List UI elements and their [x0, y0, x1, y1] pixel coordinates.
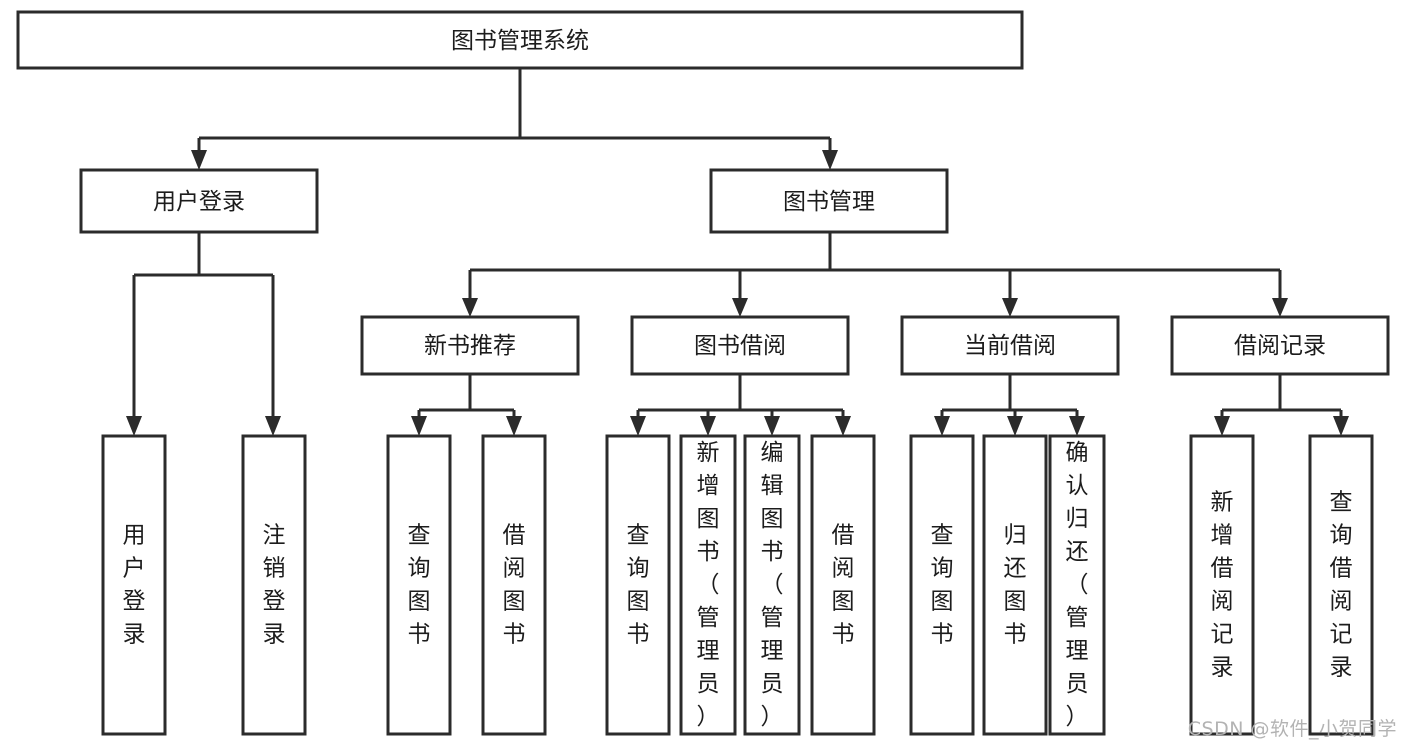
node-leaf-query-book-3[interactable]: 查询图书	[909, 434, 975, 736]
node-new-book-recommend-label: 新书推荐	[424, 333, 516, 359]
node-leaf-query-book-1-label: 查询图书	[408, 523, 431, 648]
node-leaf-logout-box[interactable]	[241, 434, 307, 736]
node-leaf-borrow-book-1[interactable]: 借阅图书	[481, 434, 547, 736]
node-leaf-query-borrow-record-box[interactable]	[1308, 434, 1374, 736]
node-leaf-borrow-book-2-box[interactable]	[810, 434, 876, 736]
node-leaf-confirm-return-admin-label: 确认归还（管理员）	[1066, 440, 1089, 730]
arrow-head-leaf-edit-book-admin	[764, 416, 780, 436]
node-current-borrow[interactable]: 当前借阅	[900, 315, 1120, 376]
node-new-book-recommend[interactable]: 新书推荐	[360, 315, 580, 376]
connector-layer	[126, 68, 1349, 436]
node-leaf-query-borrow-record-label: 查询借阅记录	[1330, 490, 1353, 681]
node-leaf-query-book-1-box[interactable]	[386, 434, 452, 736]
node-current-borrow-box[interactable]	[900, 315, 1120, 376]
arrow-head-leaf-add-borrow-record	[1214, 416, 1230, 436]
node-borrow-record-box[interactable]	[1170, 315, 1390, 376]
node-leaf-query-book-2[interactable]: 查询图书	[605, 434, 671, 736]
arrow-head-leaf-user-login	[126, 416, 142, 436]
arrow-head-leaf-borrow-book-1	[506, 416, 522, 436]
arrow-head-book-borrow	[732, 298, 748, 317]
node-leaf-query-borrow-record[interactable]: 查询借阅记录	[1308, 434, 1374, 736]
node-root-label: 图书管理系统	[451, 28, 589, 54]
arrow-head-user-login	[191, 150, 207, 170]
node-leaf-borrow-book-1-box[interactable]	[481, 434, 547, 736]
node-leaf-logout-label: 注销登录	[263, 523, 286, 648]
node-leaf-borrow-book-2-label: 借阅图书	[832, 523, 855, 648]
node-book-management[interactable]: 图书管理	[709, 168, 949, 234]
node-leaf-user-login[interactable]: 用户登录	[101, 434, 167, 736]
node-leaf-add-borrow-record[interactable]: 新增借阅记录	[1189, 434, 1255, 736]
node-leaf-add-book-admin[interactable]: 新增图书（管理员）	[679, 434, 737, 736]
node-leaf-add-book-admin-box[interactable]	[679, 434, 737, 736]
node-borrow-record[interactable]: 借阅记录	[1170, 315, 1390, 376]
node-leaf-query-book-3-label: 查询图书	[931, 523, 954, 648]
arrow-head-leaf-query-book-1	[411, 416, 427, 436]
node-leaf-return-book-label: 归还图书	[1004, 523, 1027, 648]
node-root[interactable]: 图书管理系统	[16, 10, 1024, 70]
arrow-head-leaf-borrow-book-2	[835, 416, 851, 436]
node-leaf-borrow-book-1-label: 借阅图书	[503, 523, 526, 648]
arrow-head-leaf-query-book-2	[630, 416, 646, 436]
node-leaf-edit-book-admin-box[interactable]	[743, 434, 801, 736]
arrow-head-leaf-query-borrow-record	[1333, 416, 1349, 436]
node-leaf-query-book-3-box[interactable]	[909, 434, 975, 736]
node-current-borrow-label: 当前借阅	[964, 333, 1056, 359]
node-book-borrow[interactable]: 图书借阅	[630, 315, 850, 376]
node-leaf-borrow-book-2[interactable]: 借阅图书	[810, 434, 876, 736]
node-leaf-query-book-2-label: 查询图书	[627, 523, 650, 648]
node-leaf-return-book[interactable]: 归还图书	[982, 434, 1048, 736]
node-leaf-confirm-return-admin-box[interactable]	[1048, 434, 1106, 736]
node-book-borrow-box[interactable]	[630, 315, 850, 376]
node-leaf-edit-book-admin-label: 编辑图书（管理员）	[761, 440, 784, 730]
node-book-management-box[interactable]	[709, 168, 949, 234]
arrow-head-leaf-add-book-admin	[700, 416, 716, 436]
arrow-head-book-management	[822, 150, 838, 170]
node-user-login[interactable]: 用户登录	[79, 168, 319, 234]
node-user-login-label: 用户登录	[153, 189, 245, 215]
arrow-head-new-book-recommend	[462, 298, 478, 317]
node-borrow-record-label: 借阅记录	[1234, 333, 1326, 359]
arrow-head-leaf-query-book-3	[934, 416, 950, 436]
node-leaf-query-book-1[interactable]: 查询图书	[386, 434, 452, 736]
arrow-head-leaf-logout	[265, 416, 281, 436]
node-leaf-add-book-admin-label: 新增图书（管理员）	[697, 440, 720, 730]
node-book-management-label: 图书管理	[783, 189, 875, 215]
arrow-head-leaf-return-book	[1007, 416, 1023, 436]
node-root-box[interactable]	[16, 10, 1024, 70]
node-leaf-query-book-2-box[interactable]	[605, 434, 671, 736]
node-user-login-box[interactable]	[79, 168, 319, 234]
node-leaf-add-borrow-record-box[interactable]	[1189, 434, 1255, 736]
arrow-head-leaf-confirm-return-admin	[1069, 416, 1085, 436]
node-leaf-edit-book-admin[interactable]: 编辑图书（管理员）	[743, 434, 801, 736]
node-leaf-confirm-return-admin[interactable]: 确认归还（管理员）	[1048, 434, 1106, 736]
node-new-book-recommend-box[interactable]	[360, 315, 580, 376]
node-leaf-add-borrow-record-label: 新增借阅记录	[1211, 490, 1234, 681]
arrow-head-borrow-record	[1272, 298, 1288, 317]
arrow-head-current-borrow	[1002, 298, 1018, 317]
node-leaf-user-login-box[interactable]	[101, 434, 167, 736]
node-leaf-user-login-label: 用户登录	[123, 523, 146, 648]
node-leaf-logout[interactable]: 注销登录	[241, 434, 307, 736]
node-book-borrow-label: 图书借阅	[694, 333, 786, 359]
node-leaf-return-book-box[interactable]	[982, 434, 1048, 736]
